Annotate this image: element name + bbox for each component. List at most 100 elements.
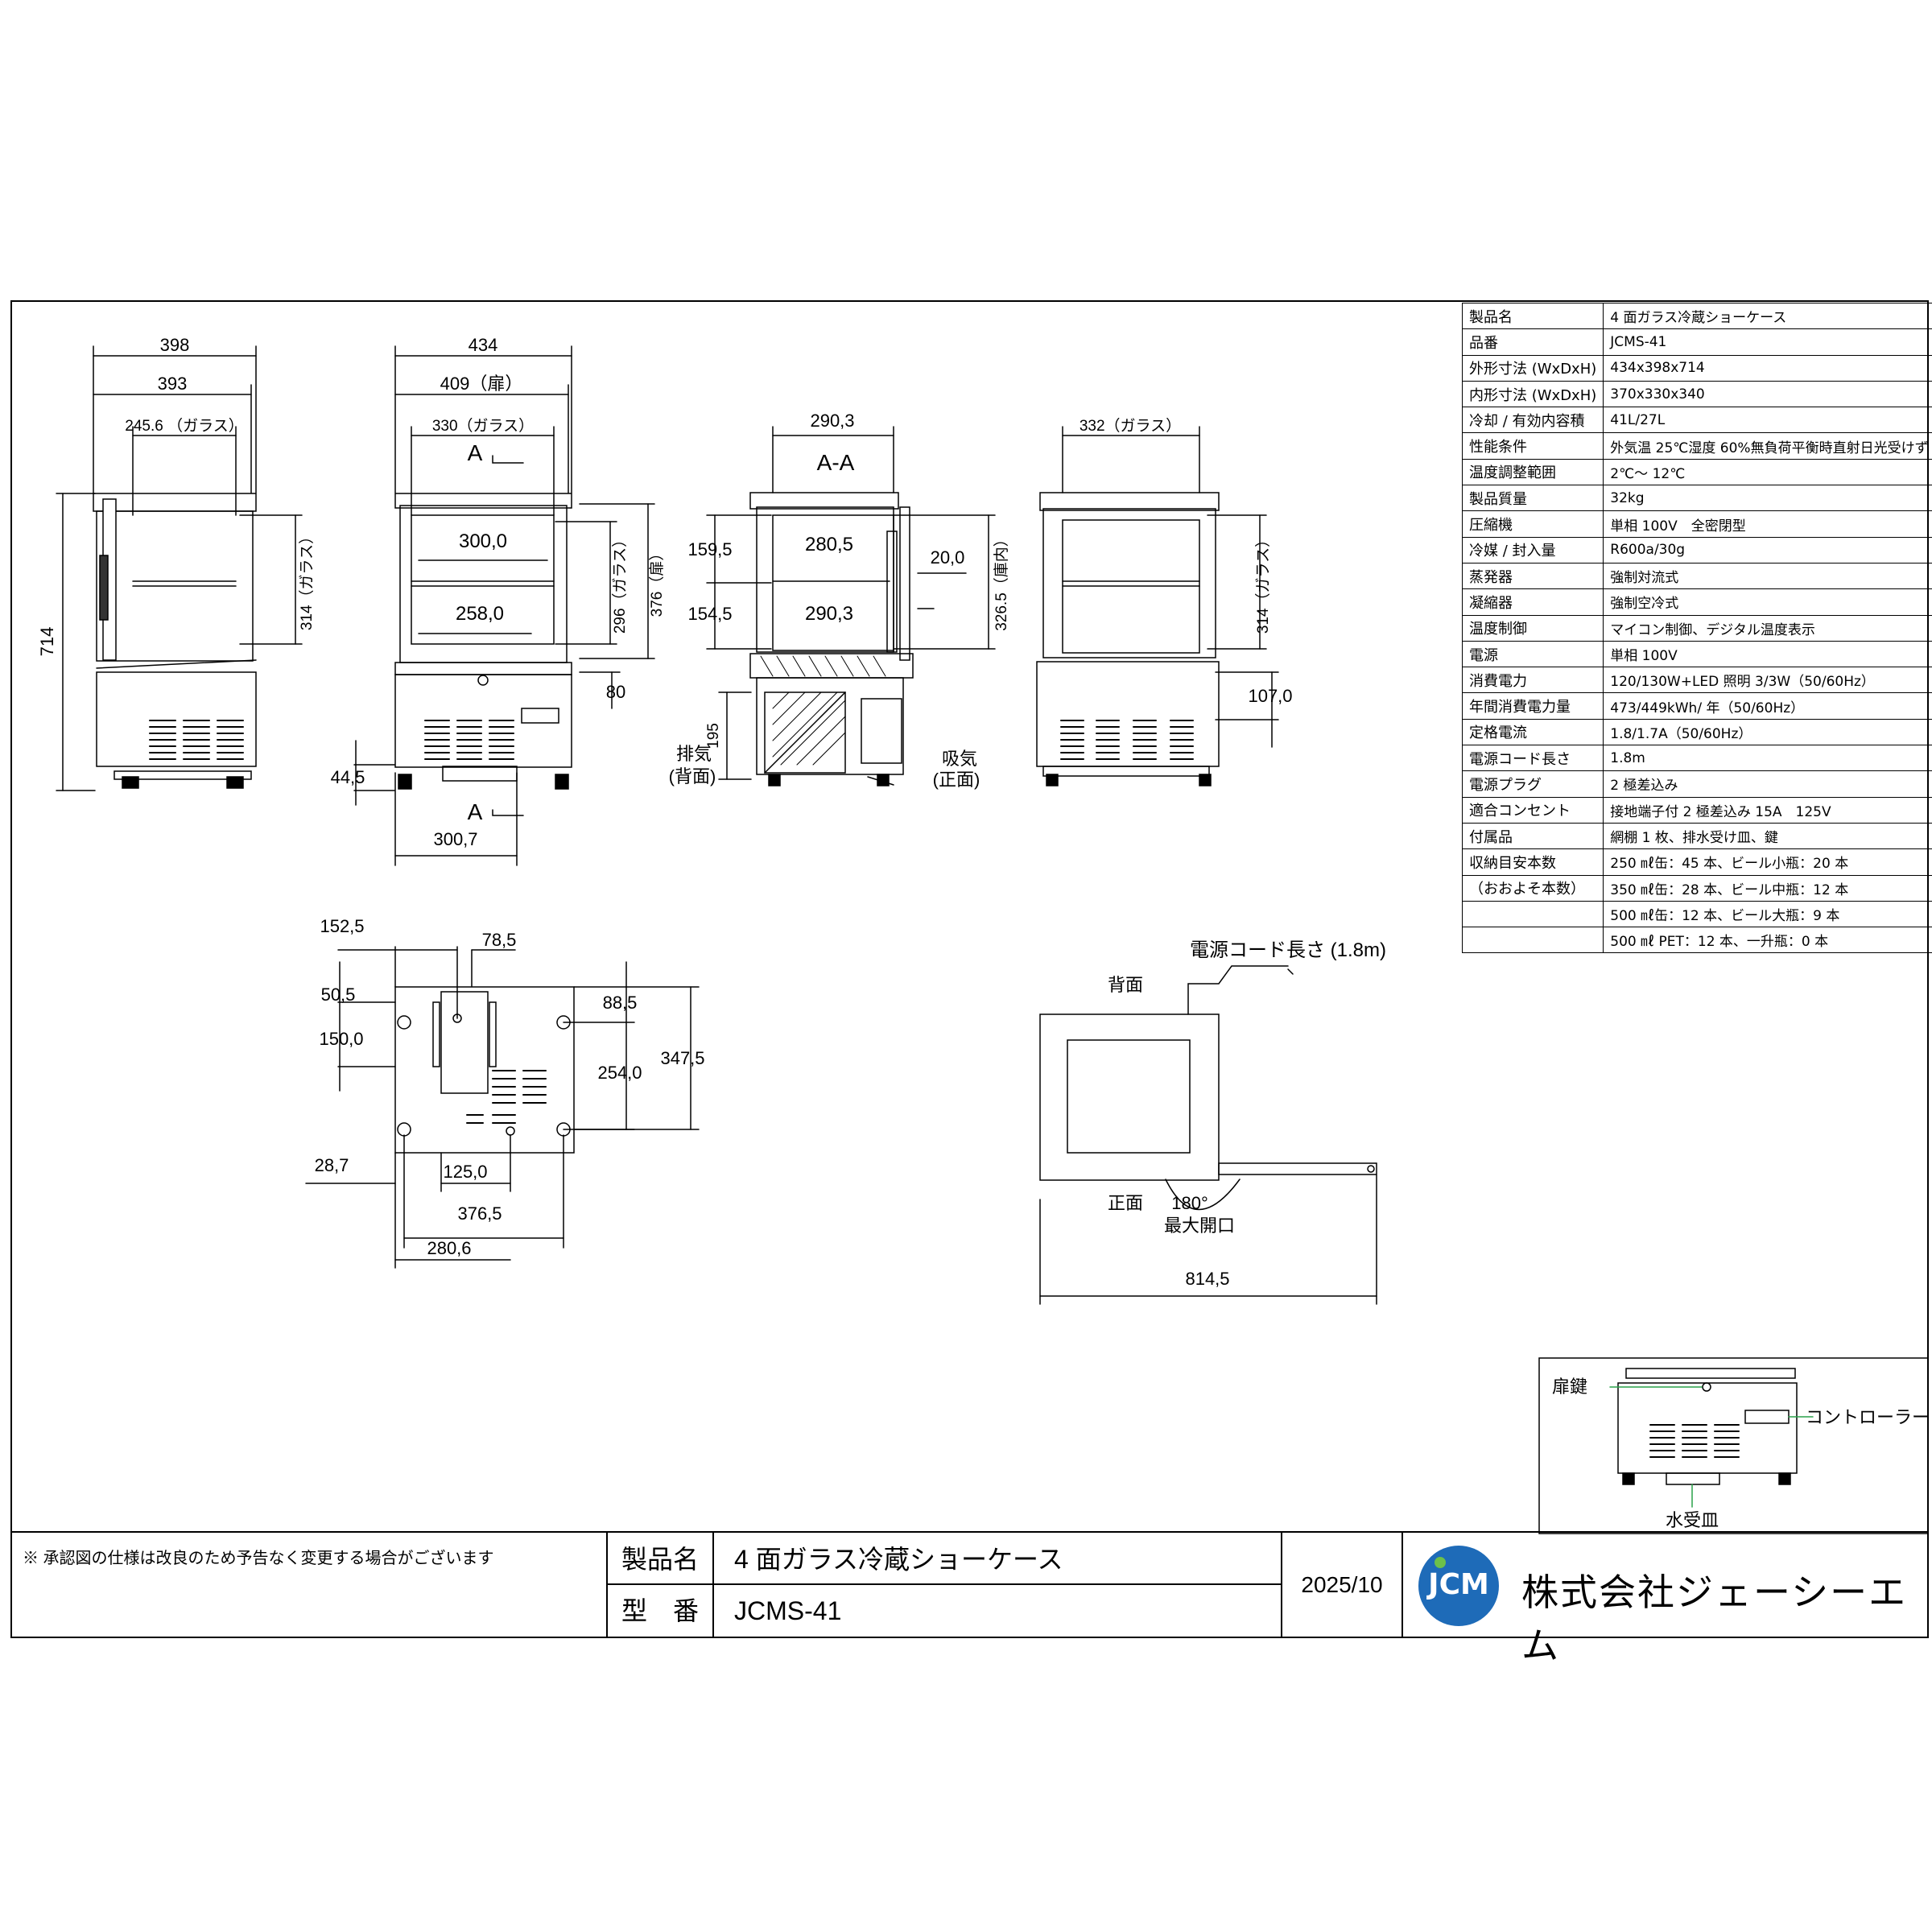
detail-drain: 水受皿 <box>1666 1510 1719 1530</box>
spec-value: 外気温 25℃湿度 60%無負荷平衡時直射日光受けず <box>1603 432 1932 460</box>
spec-key: 製品名 <box>1461 302 1604 330</box>
spec-row: 圧縮機単相 100V 全密閉型 <box>1461 510 1932 538</box>
bottom-view-vents <box>466 1070 547 1124</box>
title-model-label: 型 番 <box>621 1596 699 1625</box>
top-width: 814,5 <box>1185 1269 1229 1289</box>
bottom-d6: 254,0 <box>597 1063 642 1083</box>
bottom-d11: 280,6 <box>427 1238 471 1258</box>
bottom-d3: 50,5 <box>321 985 356 1005</box>
front-w-300: 300,0 <box>459 530 507 552</box>
spec-key: 冷却 / 有効内容積 <box>1461 407 1604 434</box>
spec-value: 強制空冷式 <box>1603 588 1932 616</box>
spec-row: 性能条件外気温 25℃湿度 60%無負荷平衡時直射日光受けず <box>1461 432 1932 460</box>
front-view-vents <box>424 720 514 760</box>
spec-value: 473/449kWh/ 年（50/60Hz） <box>1603 692 1932 720</box>
spec-key: 付属品 <box>1461 822 1604 850</box>
back-glass-h: 314（ガラス） <box>1254 532 1272 634</box>
spec-key: 製品質量 <box>1461 485 1604 512</box>
spec-value: 500 ㎖缶：12 本、ビール大瓶：9 本 <box>1603 900 1932 928</box>
side-glass-h: 314（ガラス） <box>298 529 316 630</box>
front-w-300-7: 300,7 <box>433 829 477 849</box>
logo-dot <box>1435 1557 1446 1568</box>
section-h-154: 154,5 <box>687 604 732 624</box>
bottom-d5: 150,0 <box>319 1029 363 1049</box>
detail-controller: コントローラー <box>1806 1407 1930 1427</box>
logo-text: JCM <box>1428 1568 1489 1601</box>
bottom-d4: 88,5 <box>603 993 638 1013</box>
top-angle: 180° <box>1171 1193 1208 1213</box>
detail-door-key: 扉鍵 <box>1552 1377 1587 1397</box>
spec-value: マイコン制御、デジタル温度表示 <box>1603 614 1932 642</box>
spec-row: 500 ㎖缶：12 本、ビール大瓶：9 本 <box>1461 900 1932 928</box>
section-w: 290,3 <box>810 411 854 431</box>
front-h-44: 44,5 <box>331 767 365 787</box>
spec-value: 350 ㎖缶：28 本、ビール中瓶：12 本 <box>1603 874 1932 902</box>
section-h-326: 326.5（庫内） <box>993 531 1010 631</box>
spec-key: （おおよそ本数） <box>1461 874 1604 902</box>
side-view <box>56 345 303 791</box>
section-title: A-A <box>817 450 855 475</box>
section-w-280: 280,5 <box>805 534 853 555</box>
spec-value: 2 極差込み <box>1603 770 1932 798</box>
front-door-w: 409（扉） <box>440 374 523 394</box>
side-w-inner: 393 <box>158 374 188 394</box>
section-h-195: 195 <box>705 723 722 749</box>
spec-key: 消費電力 <box>1461 667 1604 694</box>
bottom-d8: 28,7 <box>315 1155 349 1175</box>
spec-row: 温度制御マイコン制御、デジタル温度表示 <box>1461 614 1932 642</box>
spec-value: 4 面ガラス冷蔵ショーケース <box>1603 302 1932 330</box>
spec-value: 120/130W+LED 照明 3/3W（50/60Hz） <box>1603 667 1932 694</box>
bottom-d1: 152,5 <box>320 916 364 936</box>
front-view <box>353 345 655 866</box>
spec-row: 蒸発器強制対流式 <box>1461 562 1932 590</box>
spec-row: 電源単相 100V <box>1461 640 1932 668</box>
spec-key: 蒸発器 <box>1461 562 1604 590</box>
section-intake: 吸気 <box>942 749 977 769</box>
title-model-value: JCMS-41 <box>734 1596 841 1625</box>
spec-value: 単相 100V <box>1603 640 1932 668</box>
bottom-d2: 78,5 <box>482 930 517 950</box>
section-h-159: 159,5 <box>687 539 732 559</box>
front-door-h: 376（扉） <box>648 546 666 617</box>
front-glass-w: 330（ガラス） <box>432 417 534 435</box>
spec-key: 冷媒 / 封入量 <box>1461 536 1604 564</box>
spec-value: 434x398x714 <box>1603 354 1932 382</box>
spec-key: 年間消費電力量 <box>1461 692 1604 720</box>
front-w-outer: 434 <box>469 335 498 355</box>
spec-value: 接地端子付 2 極差込み 15A 125V <box>1603 796 1932 824</box>
front-h-80: 80 <box>606 682 625 702</box>
front-section-a2: A <box>468 799 483 824</box>
spec-row: 500 ㎖ PET：12 本、一升瓶：0 本 <box>1461 927 1932 954</box>
detail-view <box>1538 1357 1929 1534</box>
back-view-vents <box>1060 720 1194 760</box>
spec-row: 外形寸法 (WxDxH)434x398x714 <box>1461 354 1932 382</box>
spec-key: 収納目安本数 <box>1461 848 1604 876</box>
spec-value: 500 ㎖ PET：12 本、一升瓶：0 本 <box>1603 927 1932 954</box>
spec-key: 温度調整範囲 <box>1461 458 1604 486</box>
section-view <box>706 426 996 786</box>
front-w-258: 258,0 <box>456 603 504 625</box>
spec-value: 250 ㎖缶：45 本、ビール小瓶：20 本 <box>1603 848 1932 876</box>
title-date: 2025/10 <box>1301 1572 1382 1597</box>
spec-value: 強制対流式 <box>1603 562 1932 590</box>
spec-row: 内形寸法 (WxDxH)370x330x340 <box>1461 380 1932 408</box>
spec-value: 1.8m <box>1603 745 1932 772</box>
spec-value: 2℃～ 12℃ <box>1603 458 1932 486</box>
side-w-outer: 398 <box>160 335 190 355</box>
spec-value: 32kg <box>1603 485 1932 512</box>
section-h-20: 20,0 <box>931 547 965 568</box>
section-w-290: 290,3 <box>805 603 853 625</box>
company-name: 株式会社ジェーシーエム <box>1521 1571 1908 1667</box>
spec-key: 圧縮機 <box>1461 510 1604 538</box>
spec-key: 電源コード長さ <box>1461 745 1604 772</box>
top-front: 正面 <box>1108 1193 1143 1213</box>
spec-key: 外形寸法 (WxDxH) <box>1461 354 1604 382</box>
detail-vents <box>1649 1424 1740 1458</box>
company-logo <box>1418 1546 1499 1626</box>
